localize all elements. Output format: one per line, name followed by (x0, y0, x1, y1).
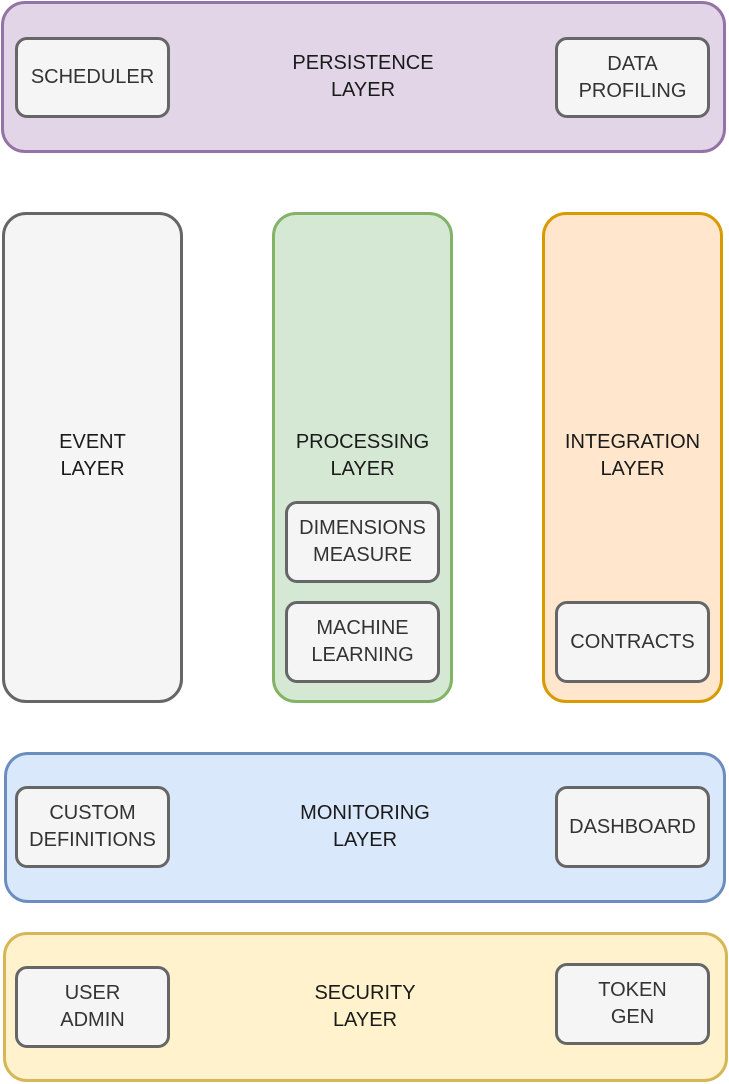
integration-layer-label: INTEGRATION LAYER (564, 431, 701, 480)
machine-learning-box: MACHINE LEARNING (285, 601, 440, 683)
user-admin-box: USER ADMIN (15, 966, 170, 1048)
monitoring-layer-label: MONITORING LAYER (300, 802, 430, 851)
dashboard-box: DASHBOARD (555, 786, 710, 868)
dimensions-measure-box: DIMENSIONS MEASURE (285, 501, 440, 583)
event-layer-label: EVENT LAYER (59, 431, 126, 480)
contracts-box: CONTRACTS (555, 601, 710, 683)
processing-layer-label: PROCESSING LAYER (295, 431, 430, 480)
event-layer (2, 212, 183, 703)
security-layer-label: SECURITY LAYER (314, 982, 416, 1031)
scheduler-box: SCHEDULER (15, 37, 170, 118)
custom-definitions-box: CUSTOM DEFINITIONS (15, 786, 170, 868)
token-gen-box: TOKEN GEN (555, 963, 710, 1045)
persistence-layer-label: PERSISTENCE LAYER (292, 52, 434, 101)
data-profiling-box: DATA PROFILING (555, 37, 710, 118)
